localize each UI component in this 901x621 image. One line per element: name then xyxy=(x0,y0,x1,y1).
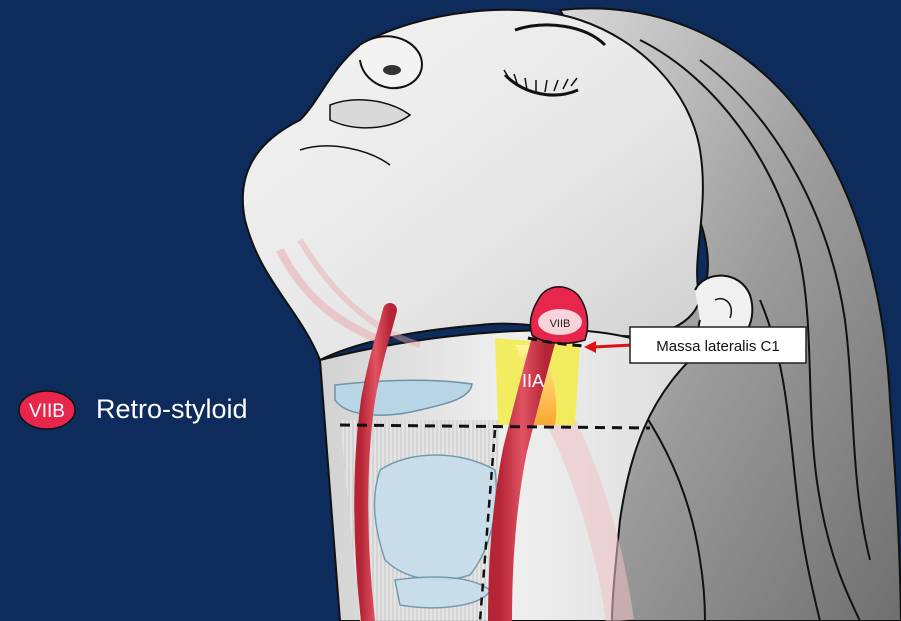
zone-viib-label: VIIB xyxy=(550,318,571,330)
callout-arrow-line xyxy=(594,345,632,347)
nostril xyxy=(383,65,401,75)
callout-label: Massa lateralis C1 xyxy=(656,338,779,355)
legend-label: Retro-styloid xyxy=(96,394,248,424)
zone-iia-label: IIA xyxy=(522,371,544,391)
thyroid-cartilage xyxy=(375,455,497,580)
legend: VIIB Retro-styloid xyxy=(19,391,248,429)
legend-badge-label: VIIB xyxy=(29,401,65,422)
